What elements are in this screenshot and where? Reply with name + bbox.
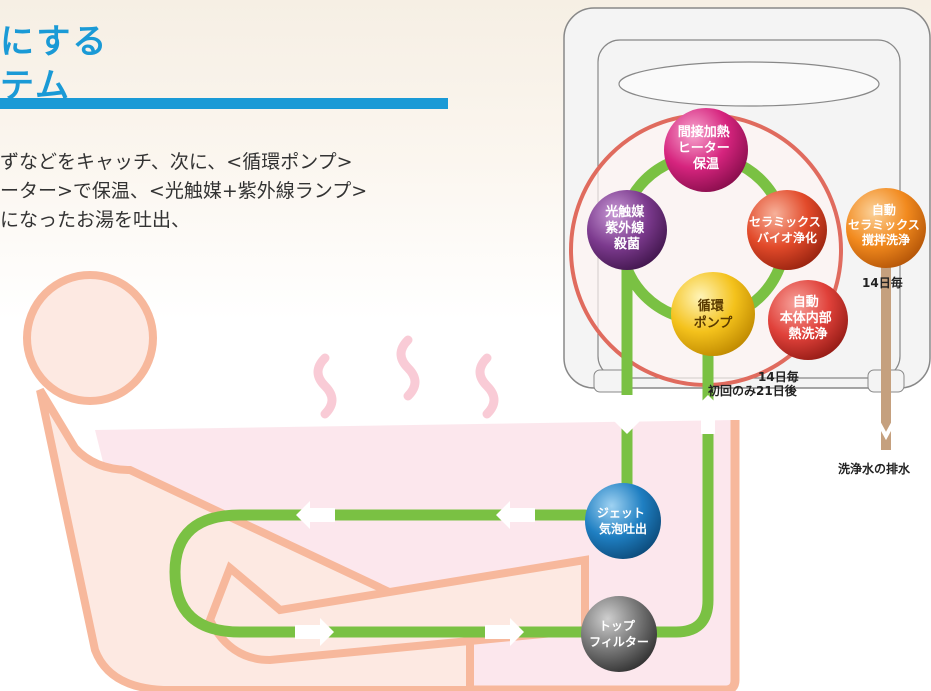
- node-pump-label: 循環 ポンプ: [694, 298, 734, 331]
- node-heat-wash-label: 自動 本体内部 熱洗浄: [780, 294, 837, 342]
- node-heater-label: 間接加熱 ヒーター 保温: [678, 124, 735, 172]
- description-line-3: になったお湯を吐出、: [0, 209, 191, 231]
- node-ceramic-wash-ball: [846, 188, 926, 268]
- flow-arrows: [295, 395, 722, 646]
- node-filter-ball: [581, 596, 657, 672]
- description-text: ずなどをキャッチ、次に、<循環ポンプ> ーター>で保温、<光触媒+紫外線ランプ>…: [0, 148, 367, 235]
- node-photocatalyst-label: 光触媒 紫外線 殺菌: [604, 204, 649, 252]
- drain-note: 洗浄水の排水: [838, 462, 911, 476]
- node-pump-ball: [671, 272, 755, 356]
- node-jet-ball: [585, 483, 661, 559]
- ceramic-interval-note: 14日毎: [862, 276, 903, 290]
- heading-underline: [0, 98, 448, 109]
- node-ceramic-wash-label: 自動 セラミックス 撹拌洗浄: [848, 202, 924, 247]
- node-heat-wash-ball: [768, 280, 848, 360]
- drain-pipe: [872, 240, 900, 450]
- node-ceramic-bio-label: セラミックス バイオ浄化: [749, 215, 825, 245]
- heading-line-2: テム: [0, 66, 71, 106]
- node-ceramic-bio-ball: [747, 190, 827, 270]
- circulation-pipes: [169, 264, 714, 638]
- node-heater-ball: [664, 108, 748, 192]
- heat-interval-note: 14日毎 初回のみ21日後: [708, 370, 799, 398]
- description-line-2: ーター>で保温、<光触媒+紫外線ランプ>: [0, 180, 368, 202]
- heading-line-1: にする: [0, 22, 109, 62]
- node-filter-label: トップ フィルター: [589, 618, 649, 649]
- heat-interval-line-2: 初回のみ21日後: [708, 384, 797, 398]
- description-line-1: ずなどをキャッチ、次に、<循環ポンプ>: [0, 151, 353, 173]
- node-photocatalyst-ball: [587, 190, 667, 270]
- steam-waves: [313, 335, 499, 419]
- heat-interval-line-1: 14日毎: [758, 370, 799, 384]
- node-jet-label: ジェット 気泡吐出: [597, 506, 649, 536]
